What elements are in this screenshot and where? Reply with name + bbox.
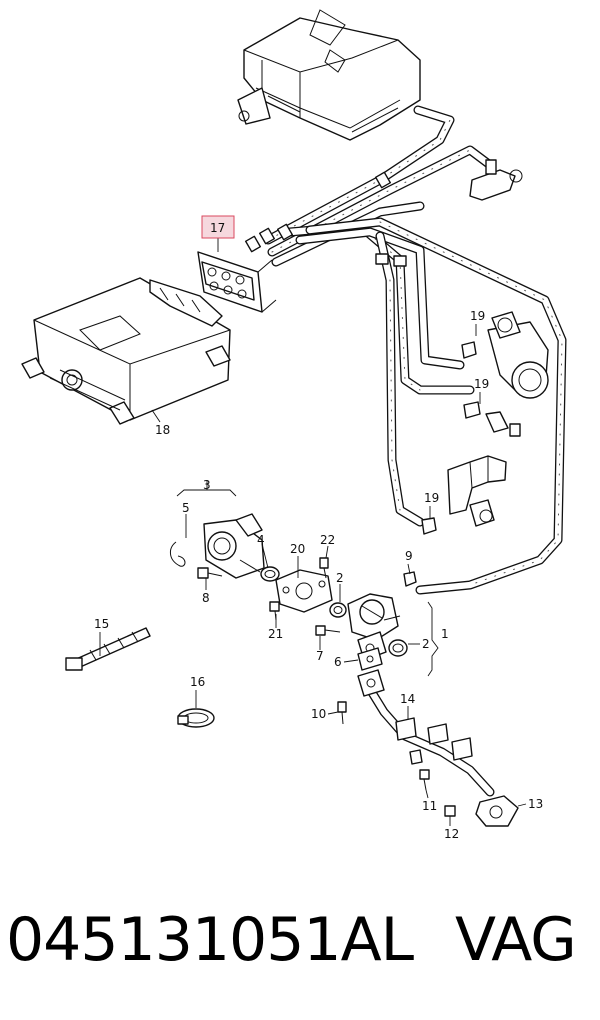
brand-name: VAG — [455, 905, 577, 975]
bolt-11 — [419, 769, 430, 791]
egr-valve-1 — [347, 593, 401, 661]
seal-ring-4 — [260, 566, 280, 582]
clip-9 — [403, 571, 417, 587]
throttle-body-3 — [170, 513, 265, 579]
air-filter-housing — [237, 9, 421, 141]
callout-6: 6 — [334, 655, 342, 669]
bolt-10 — [337, 701, 347, 725]
adapter-20 — [275, 569, 333, 613]
bolt-8 — [197, 567, 223, 579]
callout-19b: 19 — [474, 377, 489, 391]
callout-3: 3 — [203, 478, 211, 492]
leader-lines — [99, 238, 527, 826]
connector-plate-17 — [197, 251, 277, 313]
callout-21: 21 — [268, 627, 283, 641]
callout-12: 12 — [444, 827, 459, 841]
callout-7: 7 — [316, 649, 324, 663]
callout-2a: 2 — [336, 571, 344, 585]
bolt-22 — [319, 557, 329, 579]
callout-16: 16 — [190, 675, 205, 689]
callout-13: 13 — [528, 797, 543, 811]
hose-clips — [244, 171, 407, 267]
callout-19c: 19 — [424, 491, 439, 505]
callout-1: 1 — [441, 627, 449, 641]
hose-connector — [469, 159, 523, 201]
hose-clamps-19 — [421, 341, 521, 535]
caption-bar: 045131051AL VAG — [0, 895, 600, 985]
callout-22: 22 — [320, 533, 335, 547]
hose-clip-16 — [177, 708, 215, 728]
gasket-13 — [475, 795, 519, 827]
highlight-box-17 — [201, 215, 235, 239]
seal-ring-2a — [329, 602, 347, 618]
callout-17: 17 — [210, 221, 225, 235]
exploded-parts-diagram: 17 18 3 5 8 4 20 22 2 21 7 6 9 2 1 10 14… — [21, 9, 567, 841]
callout-8: 8 — [202, 591, 210, 605]
callout-4: 4 — [257, 533, 265, 547]
callout-10: 10 — [311, 707, 326, 721]
callout-18: 18 — [155, 423, 170, 437]
callout-19a: 19 — [470, 309, 485, 323]
callout-14: 14 — [400, 692, 415, 706]
part-number: 045131051AL — [6, 905, 414, 975]
callout-15: 15 — [94, 617, 109, 631]
callout-9: 9 — [405, 549, 413, 563]
bolt-21 — [269, 601, 280, 621]
callout-20: 20 — [290, 542, 305, 556]
turbo-assembly — [487, 311, 549, 399]
seal-ring-2b — [388, 639, 408, 657]
cable-tie-15 — [65, 627, 151, 671]
callout-5: 5 — [182, 501, 190, 515]
callout-11: 11 — [422, 799, 437, 813]
control-unit-18 — [21, 277, 231, 425]
hose-bend-19 — [447, 455, 507, 527]
callout-2b: 2 — [422, 637, 430, 651]
vacuum-hose-bundle — [263, 105, 567, 595]
nut-12 — [444, 805, 456, 817]
egr-pipe-14 — [357, 669, 495, 797]
callout-labels: 17 18 3 5 8 4 20 22 2 21 7 6 9 2 1 10 14… — [94, 221, 543, 841]
gasket-6 — [357, 647, 383, 671]
bolt-7 — [315, 625, 341, 636]
